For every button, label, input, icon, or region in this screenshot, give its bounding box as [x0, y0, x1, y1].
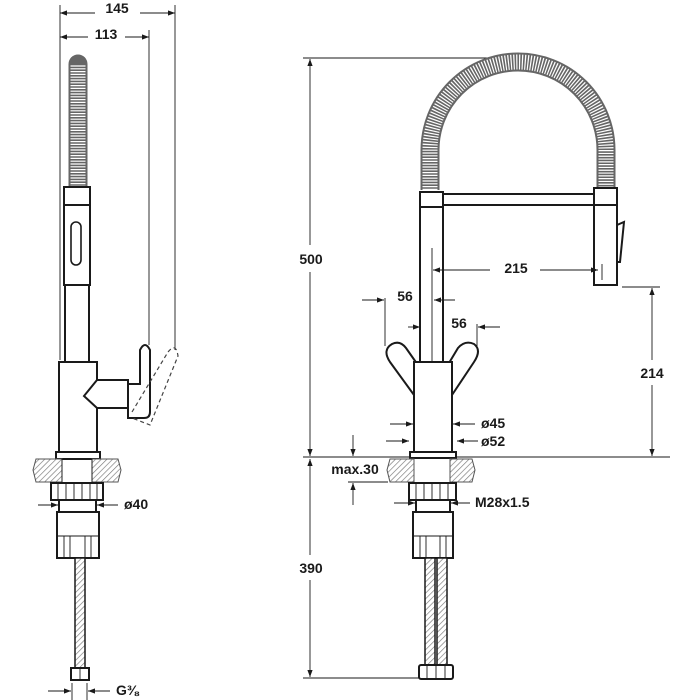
supply-hose: [74, 557, 86, 669]
dimension-390: 390: [299, 459, 323, 677]
dimension-214: 214: [640, 288, 664, 456]
dimension-label: G⅜: [116, 682, 140, 698]
spout-column: [64, 284, 90, 363]
dimension-label: 56: [397, 288, 413, 304]
spray-holder-arm: [442, 193, 595, 206]
front-view: 500 390 215 214: [299, 52, 670, 680]
dimension-label: 215: [504, 260, 528, 276]
dimension-500: 500: [299, 59, 323, 456]
spray-head-collar: [63, 186, 91, 206]
dimension-o40: ø40: [38, 496, 148, 512]
dimension-m28: M28x1.5: [394, 494, 530, 510]
countertop-section: [449, 458, 476, 483]
spray-head: [63, 204, 91, 286]
spray-button: [70, 221, 82, 266]
dimension-label: 113: [95, 26, 118, 42]
dimension-label: ø40: [124, 496, 148, 512]
side-view: 145 113 ø40: [32, 0, 179, 700]
faucet-body: [413, 361, 453, 455]
dimension-145: 145: [60, 0, 175, 16]
base-flange: [55, 451, 101, 460]
spray-trigger: [616, 220, 626, 263]
countertop-section: [32, 458, 63, 483]
dimension-label: 390: [299, 560, 323, 576]
cold-handle: [385, 341, 421, 396]
dimension-g38: G⅜: [48, 682, 140, 700]
dimension-max30: max.30: [331, 435, 388, 505]
dimension-label: 145: [105, 0, 129, 16]
countertop-section: [386, 458, 415, 483]
dimension-o45: ø45: [390, 415, 505, 431]
hot-handle: [445, 341, 479, 396]
threaded-shank: [58, 499, 97, 513]
dimension-label: 56: [451, 315, 467, 331]
dimension-label: max.30: [331, 461, 379, 477]
dimension-56-left: 56: [362, 288, 455, 346]
spray-head-collar: [593, 187, 618, 206]
dimension-label: ø45: [481, 415, 505, 431]
mounting-nut: [50, 482, 104, 501]
lever-hub: [82, 379, 129, 409]
dimension-56-right: 56: [408, 315, 500, 346]
lower-housing: [412, 511, 454, 559]
supply-hose-hot: [436, 557, 448, 666]
column-collar: [419, 191, 444, 208]
dimension-label: 500: [299, 251, 323, 267]
threaded-shank: [415, 499, 451, 513]
spray-head: [593, 204, 618, 286]
dimension-o52: ø52: [386, 433, 505, 449]
countertop-section: [91, 458, 122, 483]
faucet-body: [58, 361, 98, 455]
dimension-label: 214: [640, 365, 664, 381]
dimension-label: M28x1.5: [475, 494, 530, 510]
base-flange: [409, 451, 457, 459]
lever-handle: [127, 344, 151, 419]
spout-column: [419, 206, 444, 363]
dimension-215: 215: [433, 260, 603, 280]
dimension-label: ø52: [481, 433, 505, 449]
spring-hose: [420, 52, 616, 190]
supply-hose-cold: [424, 557, 436, 666]
lower-housing: [56, 511, 100, 559]
lever-open-position: [131, 347, 179, 426]
dimension-113: 113: [60, 26, 149, 42]
